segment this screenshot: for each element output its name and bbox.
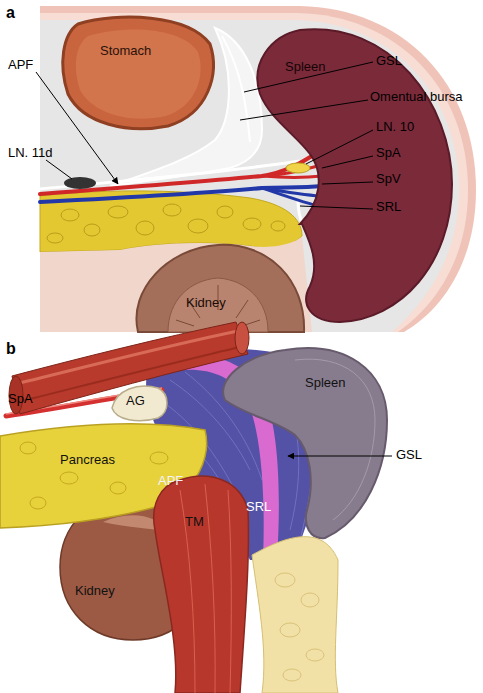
lymph-node-label: LN. 11d <box>8 146 53 160</box>
organ-name: Spleen <box>305 376 345 390</box>
organ-name: AG <box>126 394 145 408</box>
organ-name: Pancreas <box>60 453 115 467</box>
organ-detail <box>76 29 201 118</box>
organ-detail <box>295 359 375 520</box>
vessel-label: SpA <box>376 146 401 160</box>
organ-name: Stomach <box>100 44 151 58</box>
lymph-node-10 <box>286 163 310 173</box>
stomach-organ: Stomach <box>58 14 218 132</box>
lymph-node-label: LN. 10 <box>376 120 414 134</box>
structure-label: GSL <box>376 54 402 68</box>
organ-shape <box>136 245 304 332</box>
muscle-tm: TM <box>150 470 250 693</box>
organ-shape <box>154 476 249 693</box>
organ-shape <box>112 386 167 421</box>
organ-name: Kidney <box>75 584 115 598</box>
organ-shape <box>223 348 387 538</box>
structure-label: Omentual bursa <box>370 90 463 104</box>
organ-shape <box>63 17 214 129</box>
kidney-organ: Kidney <box>128 240 308 332</box>
organ-outline <box>150 470 250 693</box>
organ-name: Kidney <box>186 296 226 310</box>
organ-detail <box>20 442 168 509</box>
vessel-label: SpA <box>8 392 33 406</box>
panel-letter: b <box>6 340 16 358</box>
organ-detail <box>176 285 260 326</box>
structure-label: APF <box>8 58 33 72</box>
structure-label: APF <box>158 474 183 488</box>
organ-outline <box>128 240 308 332</box>
structure-label: GSL <box>396 448 422 462</box>
lymph-node-11d <box>64 177 96 189</box>
organ-detail <box>168 278 268 332</box>
organ-detail <box>180 484 231 693</box>
panel-letter: a <box>6 4 15 22</box>
organ-name: TM <box>185 515 204 529</box>
structure-label: SRL <box>246 500 271 514</box>
adrenal-gland: AG <box>108 382 170 422</box>
structure-label: SRL <box>376 200 401 214</box>
organ-name: Spleen <box>285 60 325 74</box>
vessel-label: SpV <box>376 172 401 186</box>
organ-outline <box>58 14 218 132</box>
